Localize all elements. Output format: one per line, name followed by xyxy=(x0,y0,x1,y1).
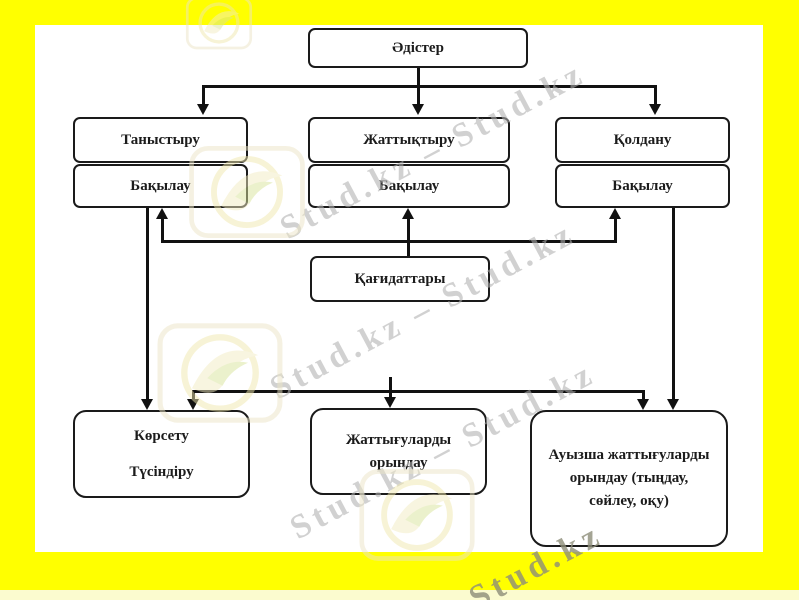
connector-right-long-drop xyxy=(672,208,675,401)
connector-top-rail xyxy=(202,85,657,88)
node-label: Қағидаттары xyxy=(354,270,446,287)
node-zhattygulardy: Жаттығуларды орындау xyxy=(310,408,487,495)
connector-bottom-rail xyxy=(192,390,645,393)
node-adister: Әдістер xyxy=(308,28,528,68)
arrow-down-korsetu-inner xyxy=(187,399,199,410)
arrow-down-qoldanu xyxy=(649,104,661,115)
connector-mid-left-rise xyxy=(161,217,164,243)
node-korsetu-tusindiru: Көрсету Түсіндіру xyxy=(73,410,250,498)
arrow-up-baqylau-right xyxy=(609,208,621,219)
connector-mid-right-rise xyxy=(614,217,617,243)
arrow-down-tanystyru xyxy=(197,104,209,115)
connector-mid-rail xyxy=(161,240,617,243)
connector-left-long-drop xyxy=(146,208,149,401)
node-qoldanu: Қолдану xyxy=(555,117,730,163)
node-label: Әдістер xyxy=(392,39,444,56)
arrow-up-baqylau-left xyxy=(156,208,168,219)
arrow-down-zhattygulardy xyxy=(384,397,396,408)
node-label: Бақылау xyxy=(130,177,191,194)
connector-adister-stem xyxy=(417,68,420,87)
connector-mid-center-rise xyxy=(407,217,410,258)
arrow-down-auyzsha-outer xyxy=(667,399,679,410)
node-label: Бақылау xyxy=(378,177,440,194)
node-label-line1: Көрсету xyxy=(134,428,189,444)
arrow-up-baqylau-middle xyxy=(402,208,414,219)
node-label: Жаттығуларды орындау xyxy=(345,432,452,471)
connector-top-left-drop xyxy=(202,85,205,107)
arrow-down-korsetu-outer xyxy=(141,399,153,410)
node-baqylau-zhattyqtyru: Бақылау xyxy=(308,164,510,208)
connector-top-right-drop xyxy=(654,85,657,107)
page-bottom-strip xyxy=(0,590,799,600)
connector-bottom-center-stub xyxy=(389,377,392,393)
node-label: Бақылау xyxy=(612,177,673,194)
connector-bottom-center-drop xyxy=(389,390,392,400)
node-baqylau-tanystyru: Бақылау xyxy=(73,164,248,208)
node-label: Жаттықтыру xyxy=(363,131,455,148)
node-tanystyru: Таныстыру xyxy=(73,117,248,163)
node-auyzsha: Ауызша жаттығуларды орындау (тыңдау, сөй… xyxy=(530,410,728,547)
connector-top-mid-drop xyxy=(417,85,420,107)
node-label: Қолдану xyxy=(613,131,672,148)
node-zhattyqtyru: Жаттықтыру xyxy=(308,117,510,163)
node-label-line2: Түсіндіру xyxy=(129,463,194,480)
node-label: Таныстыру xyxy=(121,131,200,148)
node-label: Ауызша жаттығуларды орындау (тыңдау, сөй… xyxy=(548,446,710,510)
arrow-down-auyzsha-inner xyxy=(637,399,649,410)
node-baqylau-qoldanu: Бақылау xyxy=(555,164,730,208)
arrow-down-zhattyqtyru xyxy=(412,104,424,115)
node-qagidattary: Қағидаттары xyxy=(310,256,490,302)
connector-bottom-right-drop xyxy=(642,390,645,402)
